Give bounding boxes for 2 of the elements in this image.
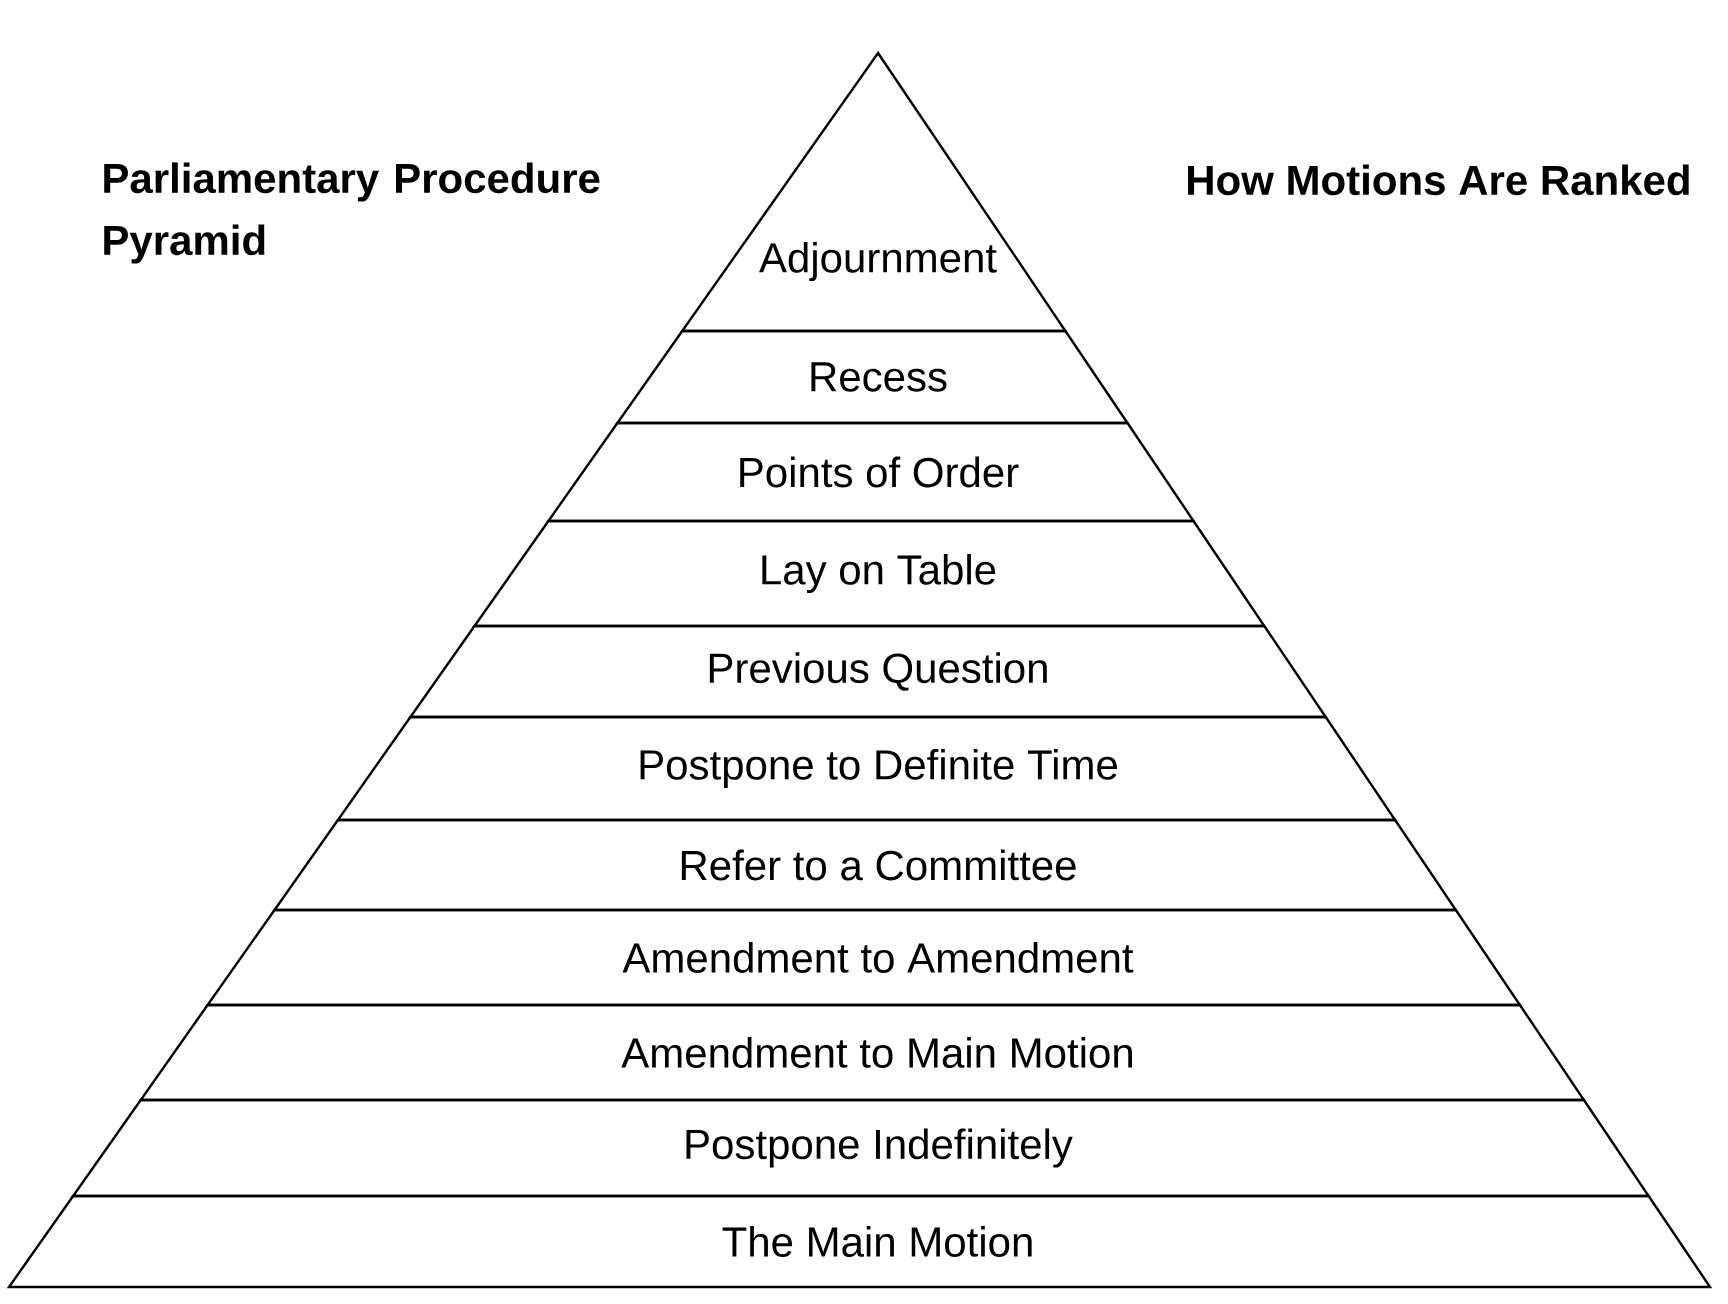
subtitle: How Motions Are Ranked <box>1188 164 1689 196</box>
title: Parliamentary Procedure Pyramid <box>104 162 600 264</box>
